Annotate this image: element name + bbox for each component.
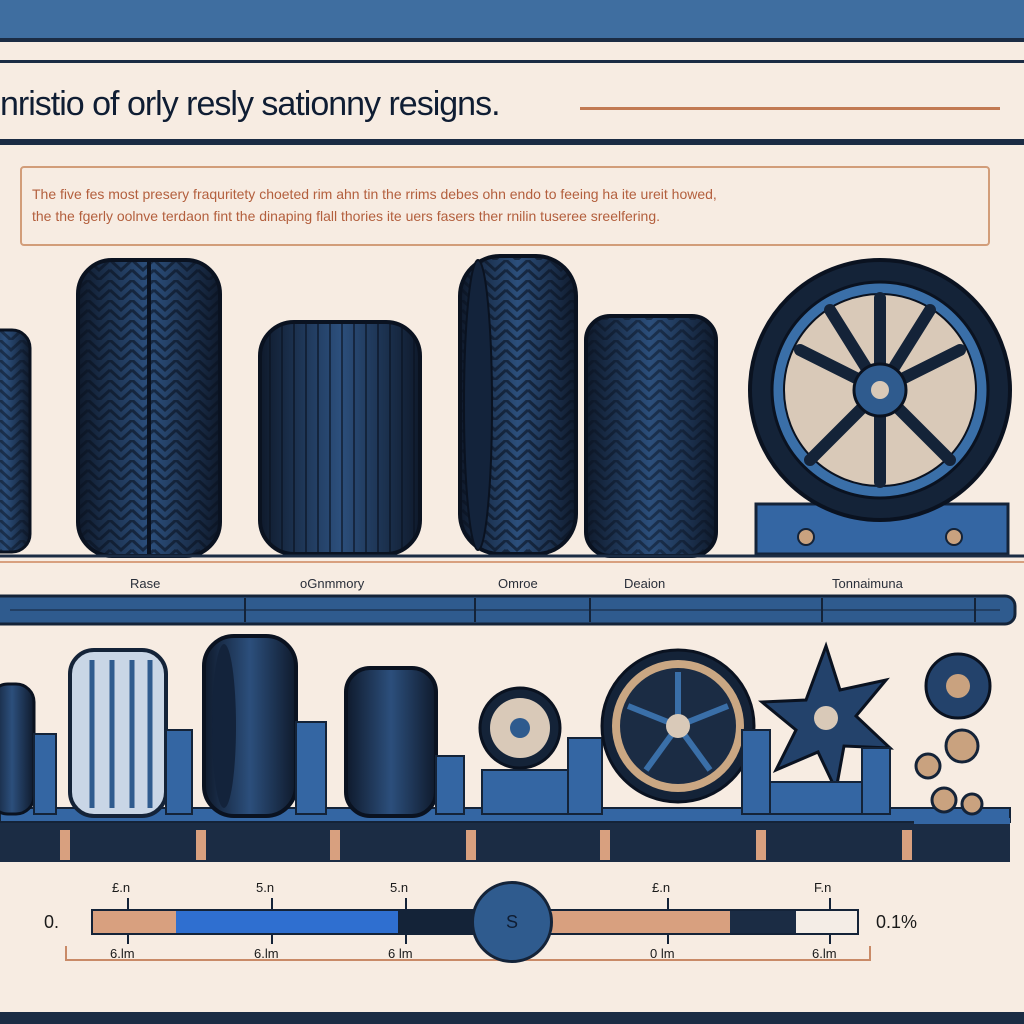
top-divider (0, 38, 1024, 42)
tire-partial-left-icon (0, 328, 32, 554)
tire-label-deaion: Deaion (624, 576, 666, 591)
page-title: nristio of orly resly sationny resigns. (0, 85, 501, 123)
rim-deep-icon (202, 634, 327, 818)
tire-label-tonnaimuna: Tonnaimuna (832, 576, 903, 591)
description-line-2: the the fgerly oolnve terdaon fint the d… (32, 208, 661, 224)
tire-row (0, 254, 1024, 563)
slider-top-tick-2: 5.n (256, 880, 275, 895)
description-box (20, 166, 990, 246)
tire-label-gnmmory: oGnmmory (300, 576, 365, 591)
description-line-1: The five fes most presery fraquritety ch… (32, 186, 717, 202)
scale-bar (0, 594, 1017, 626)
slider-min-value: 0. (44, 912, 60, 932)
slider-top-tick-4: £.n (652, 880, 671, 895)
wheel-tonnaimuna-icon (748, 258, 1012, 556)
slider-bottom-tick-2: 6.lm (254, 946, 279, 961)
tire-label-rase: Rase (130, 576, 161, 591)
slider-bottom-tick-1: 6.lm (110, 946, 135, 961)
rim-chrome-icon (68, 648, 193, 818)
title-rule (580, 107, 1000, 110)
tire-omroe-icon (458, 254, 578, 556)
top-band (0, 0, 1024, 38)
bottom-band (0, 1012, 1024, 1024)
tire-gnmmory-icon (258, 320, 422, 556)
slider-top-tick-5: F.n (814, 880, 832, 895)
slider-bottom-tick-4: 0 lm (650, 946, 675, 961)
rim-row (0, 634, 1011, 862)
slider-top-tick-1: £.n (112, 880, 131, 895)
wheel-spoked-icon (600, 648, 771, 815)
gear-small-icon (914, 652, 1010, 824)
slider-knob-label: S (505, 912, 518, 932)
rim-narrow-icon (344, 666, 465, 818)
title-bar: nristio of orly resly sationny resigns. (0, 60, 1024, 145)
gear-star-icon (758, 641, 894, 815)
range-slider-track (65, 898, 871, 961)
slider-bottom-tick-5: 6.lm (812, 946, 837, 961)
slider-bottom-tick-3: 6 lm (388, 946, 413, 961)
slider-top-tick-3: 5.n (390, 880, 409, 895)
tire-rase-icon (76, 258, 222, 558)
tire-deaion-icon (584, 314, 718, 558)
rim-partial-left-icon (0, 682, 57, 816)
slider-knob[interactable]: S (471, 881, 553, 963)
tire-label-omroe: Omroe (498, 576, 538, 591)
slider-max-value: 0.1% (876, 912, 918, 932)
wheel-small-icon (478, 686, 603, 815)
